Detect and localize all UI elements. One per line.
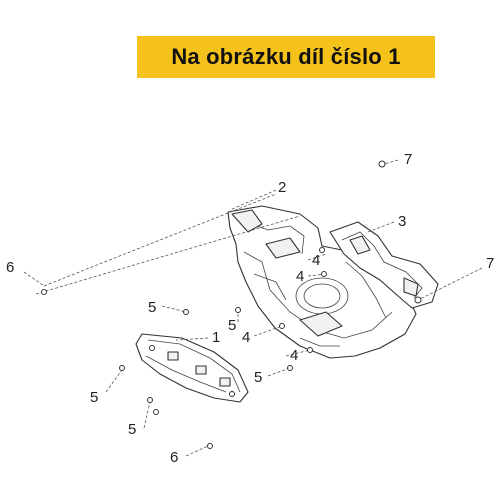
callout-2: 2 <box>278 179 286 196</box>
leader-lines <box>23 159 483 457</box>
fasteners <box>41 160 422 449</box>
part-3-side-frame <box>329 221 439 309</box>
callout-4-upper: 4 <box>312 252 320 269</box>
callout-5-lower: 5 <box>254 369 262 386</box>
callout-1: 1 <box>212 329 220 346</box>
callout-5-left: 5 <box>90 389 98 406</box>
callout-5-upper: 5 <box>148 299 156 316</box>
callout-4-lower: 4 <box>290 347 298 364</box>
part-number-banner: Na obrázku díl číslo 1 <box>137 36 435 78</box>
callout-6-bottom: 6 <box>170 449 178 466</box>
part-1-front-panel <box>135 333 249 403</box>
callout-5-bottom: 5 <box>128 421 136 438</box>
callout-7-top: 7 <box>404 151 412 168</box>
banner-text: Na obrázku díl číslo 1 <box>171 44 401 69</box>
callout-labels: 7 2 3 6 4 7 4 5 1 5 4 4 5 5 5 6 <box>6 151 494 466</box>
callout-6-left: 6 <box>6 259 14 276</box>
callout-3: 3 <box>398 213 406 230</box>
callout-7-right: 7 <box>486 255 494 272</box>
callout-5-center: 5 <box>228 317 236 334</box>
callout-4-left: 4 <box>242 329 250 346</box>
callout-4-middle: 4 <box>296 268 304 285</box>
part-2-floor-panel <box>227 205 417 359</box>
